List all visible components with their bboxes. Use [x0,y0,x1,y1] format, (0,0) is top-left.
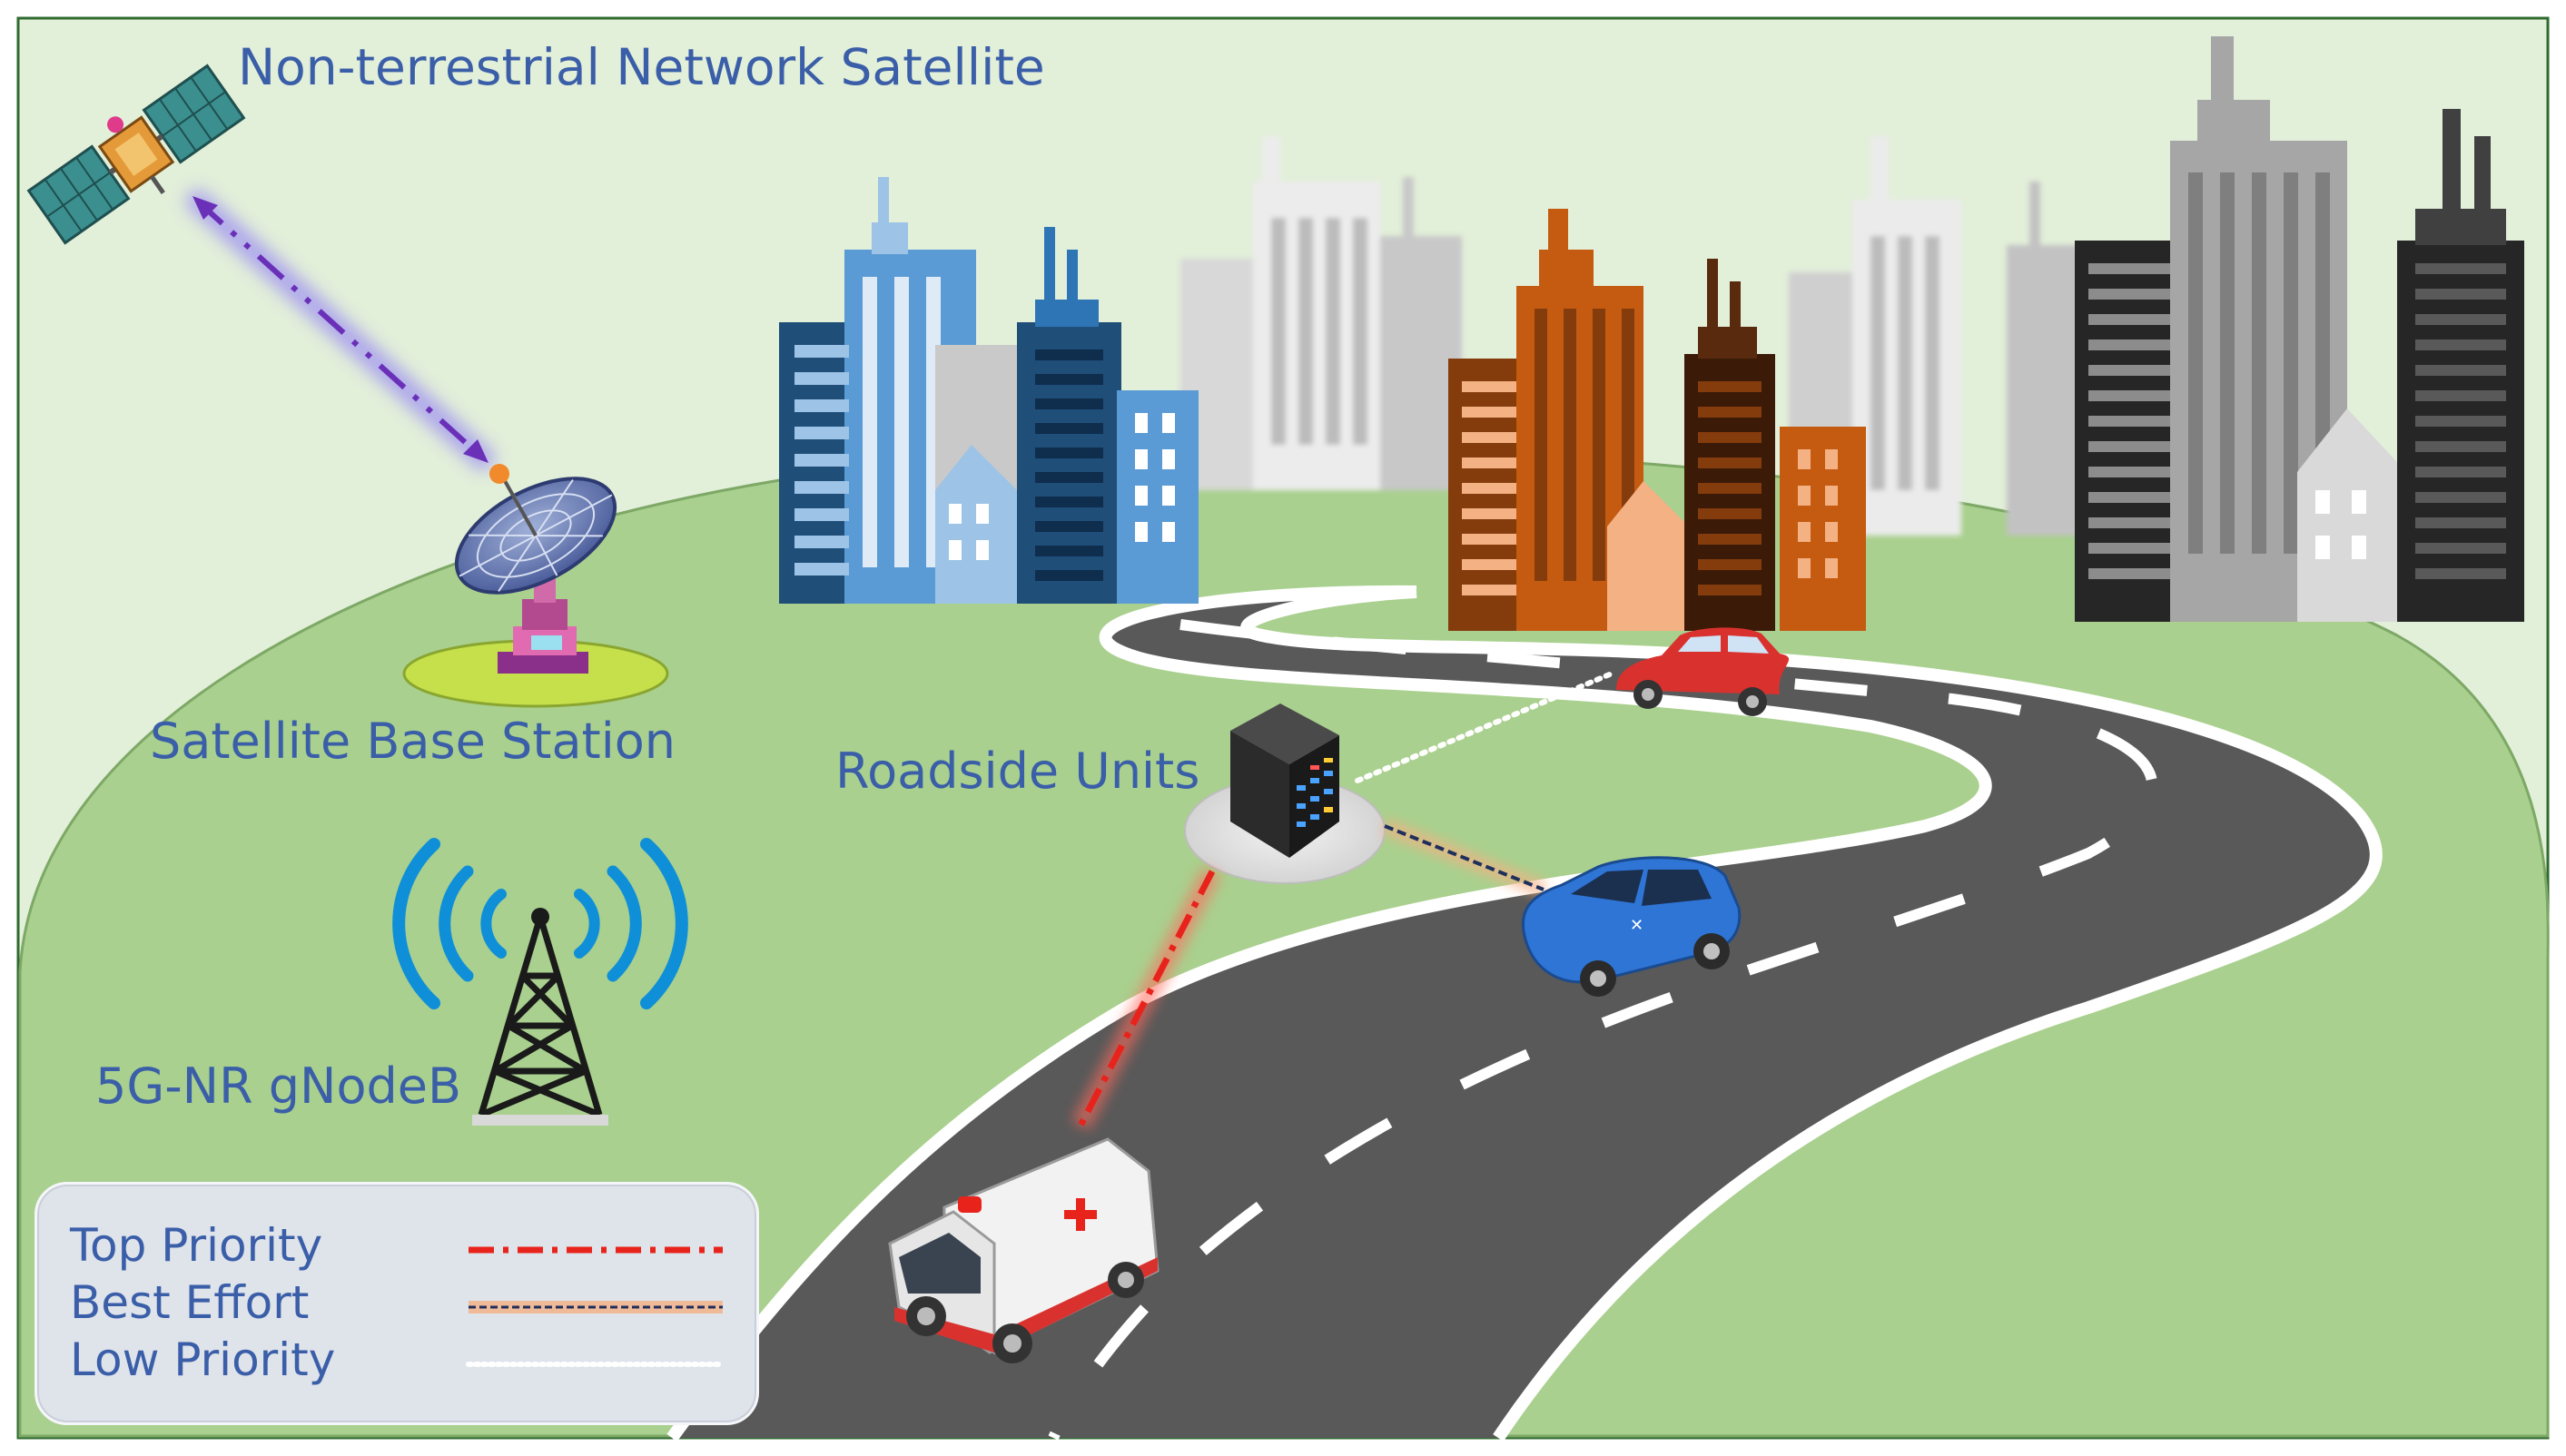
satellite-icon [26,64,246,245]
ambulance-icon [888,1137,1160,1363]
satellite-link [186,190,495,470]
legend-label-top-priority: Top Priority [70,1219,323,1272]
low-priority-link [1355,671,1614,783]
legend-label-low-priority: Low Priority [70,1333,336,1386]
red-car-icon [1616,627,1790,716]
gnodeb-label: 5G-NR gNodeB [95,1058,462,1115]
legend-label-best-effort: Best Effort [70,1276,310,1329]
satellite-dish-icon [402,464,669,708]
roadside-unit-icon [1184,703,1386,884]
gray-buildings [2075,36,2524,622]
blue-buildings [779,177,1199,604]
base-station-label: Satellite Base Station [150,713,676,770]
legend-box: Top Priority Best Effort Low Priority [35,1182,759,1425]
top-priority-link [1071,866,1221,1131]
brown-buildings [1448,209,1866,631]
roadside-units-label: Roadside Units [835,743,1200,800]
legend-line-low-priority [466,1362,725,1367]
legend-line-best-effort [469,1301,723,1313]
background-buildings [1180,136,2079,536]
blue-car-icon: ✕ [1521,856,1742,997]
svg-text:✕: ✕ [1630,916,1643,935]
satellite-label: Non-terrestrial Network Satellite [238,38,1045,96]
best-effort-link [1381,818,1547,898]
gnodeb-tower-icon [392,838,688,1126]
legend-line-top-priority [469,1243,723,1257]
